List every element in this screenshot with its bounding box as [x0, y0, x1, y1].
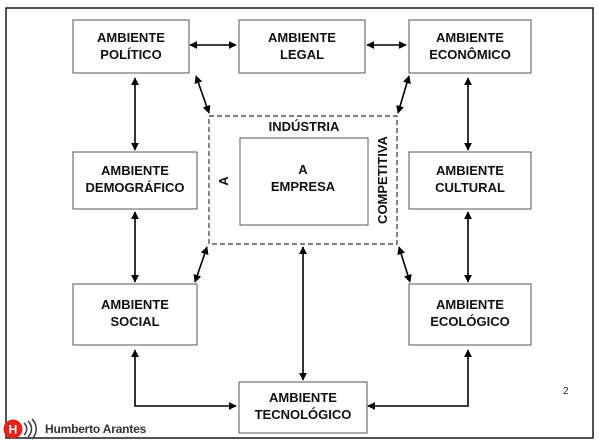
- svg-text:H: H: [9, 423, 18, 437]
- arrow-politico-industria: [194, 75, 211, 114]
- arrow-ecologico-tecnologico: [367, 349, 472, 410]
- box-social-line2: SOCIAL: [110, 314, 159, 329]
- page-number: 2: [563, 386, 569, 397]
- box-social: AMBIENTE SOCIAL: [72, 283, 198, 346]
- footer-brand: H Humberto Arantes: [2, 418, 146, 440]
- box-demografico-line1: AMBIENTE: [101, 163, 169, 178]
- box-cultural-line2: CULTURAL: [435, 180, 505, 195]
- box-politico-line1: AMBIENTE: [97, 30, 165, 45]
- slide-frame: [5, 7, 594, 439]
- box-economico-line2: ECONÔMICO: [429, 47, 511, 62]
- arrow-social-tecnologico: [131, 349, 237, 410]
- box-social-line1: AMBIENTE: [101, 297, 169, 312]
- box-politico-line2: POLÍTICO: [100, 47, 161, 62]
- arrow-economico-industria: [396, 75, 411, 114]
- author-name: Humberto Arantes: [45, 422, 147, 436]
- box-ecologico: AMBIENTE ECOLÓGICO: [408, 283, 532, 346]
- arrow-ecologico-industria: [397, 246, 412, 283]
- box-tecnologico: AMBIENTE TECNOLÓGICO: [238, 381, 368, 434]
- box-cultural: AMBIENTE CULTURAL: [408, 151, 532, 210]
- box-legal-line2: LEGAL: [280, 47, 324, 62]
- box-empresa-line2: EMPRESA: [271, 179, 336, 194]
- box-economico-line1: AMBIENTE: [436, 30, 504, 45]
- arrow-social-industria: [193, 246, 209, 283]
- box-cultural-line1: AMBIENTE: [436, 163, 504, 178]
- box-politico: AMBIENTE POLÍTICO: [72, 19, 190, 74]
- box-ecologico-line2: ECOLÓGICO: [430, 314, 509, 329]
- box-tecnologico-line2: TECNOLÓGICO: [255, 407, 352, 422]
- industry-frame: [208, 115, 398, 245]
- logo-icon: H: [3, 418, 37, 440]
- box-tecnologico-line1: AMBIENTE: [269, 390, 337, 405]
- box-legal-line1: AMBIENTE: [268, 30, 336, 45]
- box-demografico-line2: DEMOGRÁFICO: [86, 180, 185, 195]
- box-economico: AMBIENTE ECONÔMICO: [408, 19, 532, 74]
- box-legal: AMBIENTE LEGAL: [238, 19, 366, 74]
- industry-left-label: A: [216, 176, 231, 186]
- box-empresa: A EMPRESA: [239, 137, 369, 226]
- box-empresa-line1: A: [298, 162, 308, 177]
- industry-top-label: INDÚSTRIA: [269, 119, 340, 134]
- arrows: [131, 41, 472, 410]
- industry-right-label: COMPETITIVA: [375, 135, 390, 223]
- box-demografico: AMBIENTE DEMOGRÁFICO: [72, 151, 198, 210]
- box-ecologico-line1: AMBIENTE: [436, 297, 504, 312]
